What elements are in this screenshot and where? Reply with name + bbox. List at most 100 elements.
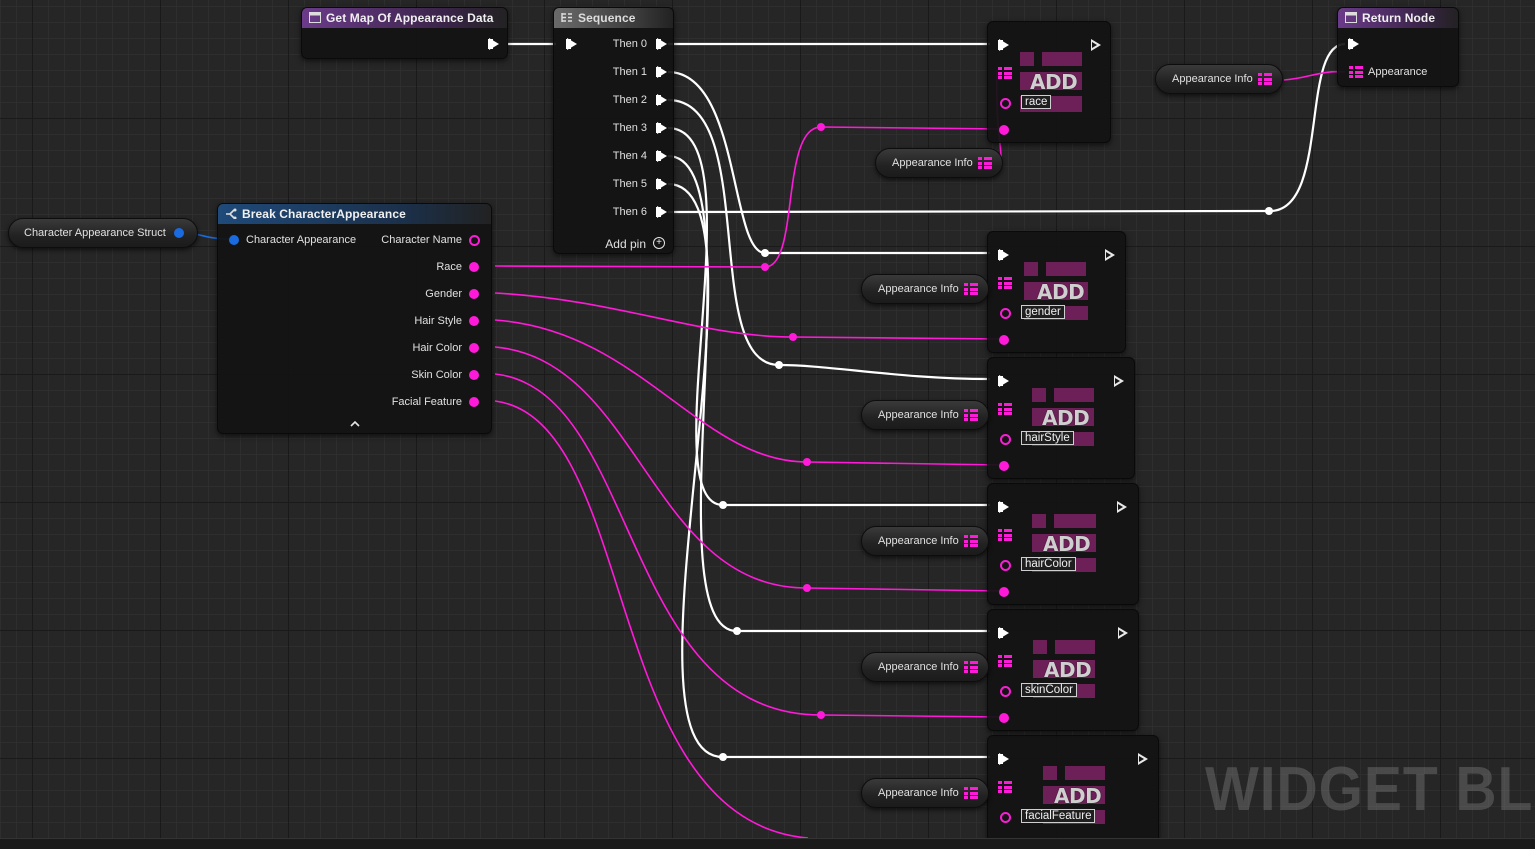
- struct-var-out-pin[interactable]: [174, 228, 184, 238]
- add-skincolor-exec-out-pin[interactable]: [1118, 627, 1128, 639]
- add-race-key-field[interactable]: race: [1021, 95, 1052, 109]
- return-exec-in-pin[interactable]: [1348, 38, 1359, 50]
- break-header[interactable]: Break CharacterAppearance: [218, 204, 491, 224]
- break-out-facial-feature-pin[interactable]: [469, 397, 479, 407]
- return-header[interactable]: Return Node: [1338, 8, 1458, 28]
- add-skincolor-key-field[interactable]: skinColor: [1021, 683, 1077, 697]
- add-haircolor-appearance-info-var[interactable]: Appearance Info: [861, 526, 989, 556]
- get-map-header[interactable]: Get Map Of Appearance Data: [302, 8, 507, 28]
- add-gender-appearance-info-var[interactable]: Appearance Info: [861, 274, 989, 304]
- add-hairstyle-title: ADD: [1042, 406, 1090, 430]
- add-race-title: ADD: [1030, 70, 1078, 94]
- sequence-then-6-pin[interactable]: [656, 206, 667, 218]
- add-race-exec-out-pin[interactable]: [1091, 39, 1101, 51]
- editor-watermark: WIDGET BLUE: [1205, 755, 1535, 824]
- sequence-exec-in-pin[interactable]: [566, 38, 577, 50]
- get-map-node[interactable]: Get Map Of Appearance Data: [301, 7, 508, 59]
- add-gender-map-pin-icon[interactable]: [998, 277, 1012, 289]
- break-character-appearance-node[interactable]: Break CharacterAppearance Character Appe…: [217, 203, 492, 434]
- function-icon: [1345, 12, 1357, 23]
- add-race-value-pin[interactable]: [999, 125, 1009, 135]
- sequence-then-5-label: Then 5: [612, 178, 647, 190]
- add-node-gender[interactable]: ADD gender: [987, 231, 1126, 353]
- break-out-skin-color-pin[interactable]: [469, 370, 479, 380]
- return-node[interactable]: Return Node Appearance: [1337, 7, 1459, 87]
- sequence-then-4-pin[interactable]: [656, 150, 667, 162]
- add-node-race[interactable]: ADD race: [987, 21, 1111, 143]
- add-race-var-map-pin-icon[interactable]: [978, 157, 992, 169]
- break-struct-icon: [226, 208, 237, 219]
- sequence-then-1-pin[interactable]: [656, 66, 667, 78]
- sequence-then-2-pin[interactable]: [656, 94, 667, 106]
- sequence-then-3-pin[interactable]: [656, 122, 667, 134]
- sequence-then-5-pin[interactable]: [656, 178, 667, 190]
- break-out-race-pin[interactable]: [469, 262, 479, 272]
- add-hairstyle-value-pin[interactable]: [999, 461, 1009, 471]
- add-hairstyle-exec-out-pin[interactable]: [1114, 375, 1124, 387]
- bottom-scrollbar-track[interactable]: [0, 838, 1535, 849]
- sequence-then-0-pin[interactable]: [656, 38, 667, 50]
- add-skincolor-var-map-pin-icon[interactable]: [964, 661, 978, 673]
- add-gender-var-map-pin-icon[interactable]: [964, 283, 978, 295]
- sequence-header[interactable]: Sequence: [554, 8, 673, 28]
- add-race-exec-in-pin[interactable]: [998, 39, 1009, 51]
- add-node-haircolor[interactable]: ADD hairColor: [987, 483, 1139, 605]
- add-facialfeature-key-pin[interactable]: [1000, 812, 1011, 823]
- add-gender-key-pin[interactable]: [1000, 308, 1011, 319]
- add-skincolor-map-pin-icon[interactable]: [998, 655, 1012, 667]
- break-out-hair-color-pin[interactable]: [469, 343, 479, 353]
- return-var-map-pin-icon[interactable]: [1258, 73, 1272, 85]
- add-hairstyle-key-pin[interactable]: [1000, 434, 1011, 445]
- break-input-pin[interactable]: [229, 235, 239, 245]
- sequence-then-3-label: Then 3: [612, 122, 647, 134]
- return-map-pin-icon[interactable]: [1349, 66, 1363, 78]
- add-pin-plus-icon[interactable]: +: [653, 237, 665, 249]
- add-facialfeature-appearance-info-var[interactable]: Appearance Info: [861, 778, 989, 808]
- add-node-hairstyle[interactable]: ADD hairStyle: [987, 357, 1135, 479]
- add-race-map-pin-icon[interactable]: [998, 67, 1012, 79]
- get-map-title: Get Map Of Appearance Data: [326, 11, 494, 25]
- add-haircolor-exec-in-pin[interactable]: [998, 501, 1009, 513]
- character-appearance-struct-var[interactable]: Character Appearance Struct: [8, 218, 198, 248]
- add-facialfeature-exec-out-pin[interactable]: [1138, 753, 1148, 765]
- add-haircolor-key-pin[interactable]: [1000, 560, 1011, 571]
- add-skincolor-value-pin[interactable]: [999, 713, 1009, 723]
- add-gender-exec-in-pin[interactable]: [998, 249, 1009, 261]
- add-skincolor-var-label: Appearance Info: [878, 661, 959, 673]
- add-skincolor-appearance-info-var[interactable]: Appearance Info: [861, 652, 989, 682]
- break-out-gender-pin[interactable]: [469, 289, 479, 299]
- add-gender-exec-out-pin[interactable]: [1105, 249, 1115, 261]
- sequence-add-pin-label[interactable]: Add pin: [605, 237, 646, 251]
- add-hairstyle-appearance-info-var[interactable]: Appearance Info: [861, 400, 989, 430]
- break-out-character-name-pin[interactable]: [469, 235, 480, 246]
- add-node-skincolor[interactable]: ADD skinColor: [987, 609, 1139, 731]
- add-facialfeature-var-map-pin-icon[interactable]: [964, 787, 978, 799]
- add-facialfeature-exec-in-pin[interactable]: [998, 753, 1009, 765]
- break-out-hair-style-pin[interactable]: [469, 316, 479, 326]
- add-haircolor-key-field[interactable]: hairColor: [1021, 557, 1076, 571]
- add-hairstyle-key-field[interactable]: hairStyle: [1021, 431, 1074, 445]
- sequence-node[interactable]: Sequence Then 0 Then 1 Then 2 Then 3 The…: [553, 7, 674, 254]
- add-node-facialfeature[interactable]: ADD facialFeature: [987, 735, 1159, 848]
- sequence-then-0-label: Then 0: [612, 38, 647, 50]
- return-input-label: Appearance: [1368, 66, 1428, 78]
- add-skincolor-key-pin[interactable]: [1000, 686, 1011, 697]
- add-haircolor-var-map-pin-icon[interactable]: [964, 535, 978, 547]
- add-race-appearance-info-var[interactable]: Appearance Info: [875, 148, 1003, 178]
- get-map-exec-out-pin[interactable]: [488, 38, 499, 50]
- add-hairstyle-map-pin-icon[interactable]: [998, 403, 1012, 415]
- add-skincolor-exec-in-pin[interactable]: [998, 627, 1009, 639]
- add-hairstyle-exec-in-pin[interactable]: [998, 375, 1009, 387]
- add-haircolor-exec-out-pin[interactable]: [1117, 501, 1127, 513]
- add-haircolor-value-pin[interactable]: [999, 587, 1009, 597]
- add-haircolor-map-pin-icon[interactable]: [998, 529, 1012, 541]
- collapse-chevron-icon[interactable]: [350, 421, 360, 427]
- add-gender-value-pin[interactable]: [999, 335, 1009, 345]
- sequence-then-1-label: Then 1: [612, 66, 647, 78]
- add-facialfeature-map-pin-icon[interactable]: [998, 781, 1012, 793]
- return-appearance-info-var[interactable]: Appearance Info: [1155, 64, 1283, 94]
- add-race-key-pin[interactable]: [1000, 98, 1011, 109]
- add-hairstyle-var-map-pin-icon[interactable]: [964, 409, 978, 421]
- add-facialfeature-key-field[interactable]: facialFeature: [1021, 809, 1096, 823]
- add-gender-key-field[interactable]: gender: [1021, 305, 1065, 319]
